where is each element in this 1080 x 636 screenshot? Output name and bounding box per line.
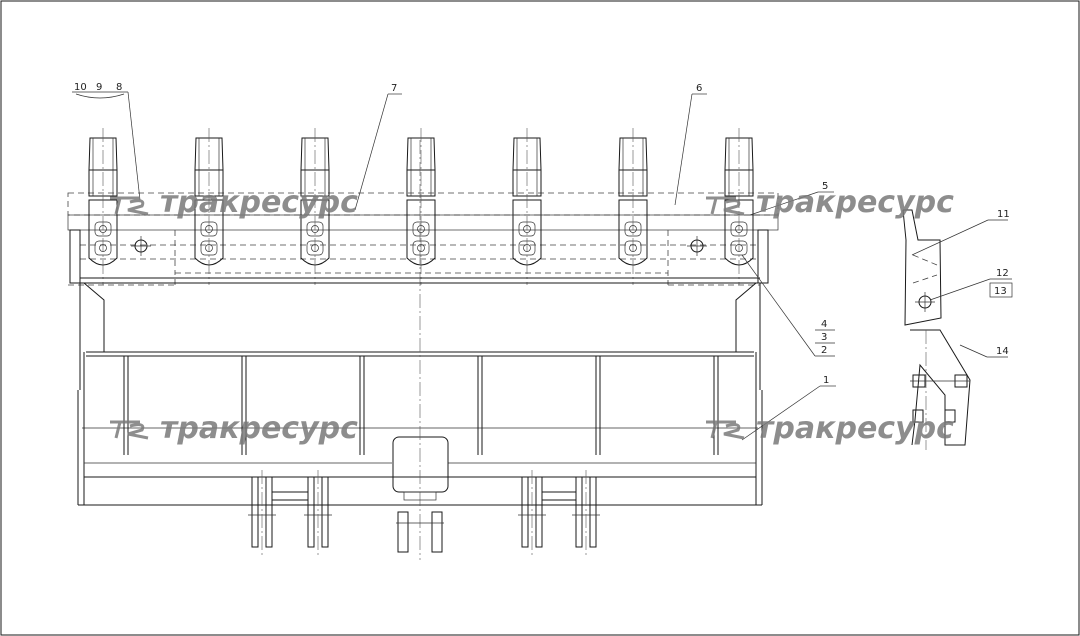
watermark-top-right: тракресурс (706, 185, 954, 220)
frame-rib (123, 356, 129, 455)
ripper-shank (194, 128, 224, 285)
ripper-shank (406, 128, 436, 285)
beam-bolt (131, 236, 151, 256)
callouts: 10 9 8 7 6 5 11 12 13 14 4 3 2 1 (72, 82, 1013, 441)
frame-rib (713, 356, 719, 455)
watermark-text: тракресурс (160, 185, 358, 220)
watermark-text: тракресурс (756, 185, 954, 220)
ripper-shank (512, 128, 542, 285)
callout-13: 13 (994, 286, 1007, 297)
ripper-shank (618, 128, 648, 285)
callout-4: 4 (821, 319, 827, 330)
callout-12: 12 (996, 268, 1009, 279)
callout-5: 5 (822, 181, 828, 192)
callout-7: 7 (391, 83, 397, 94)
frame-rib (241, 356, 247, 455)
callout-8: 8 (116, 82, 122, 93)
frame-rib (359, 356, 365, 455)
lower-bracket (518, 470, 600, 555)
lower-bracket (248, 470, 332, 555)
watermark-bottom-left: тракресурс (110, 411, 358, 446)
watermark-top-left: тракресурс (110, 185, 358, 220)
beam-bolt (687, 236, 707, 256)
callout-9: 9 (96, 82, 102, 93)
frame-ribs (123, 356, 719, 455)
watermark-bottom-right: тракресурс (706, 411, 954, 446)
callout-1: 1 (823, 375, 829, 386)
callout-2: 2 (821, 345, 827, 356)
callout-14: 14 (996, 346, 1009, 357)
frame-rib (595, 356, 601, 455)
watermark-text: тракресурс (160, 411, 358, 446)
ripper-shank (88, 128, 118, 285)
ripper-shank (300, 128, 330, 285)
callout-10: 10 (74, 82, 87, 93)
side-view (902, 209, 971, 450)
watermark-text: тракресурс (756, 411, 954, 446)
callout-11: 11 (997, 209, 1010, 220)
frame-rib (477, 356, 483, 455)
callout-6: 6 (696, 83, 702, 94)
center-hitch (392, 140, 449, 560)
lower-brackets (248, 470, 600, 555)
callout-3: 3 (821, 332, 827, 343)
